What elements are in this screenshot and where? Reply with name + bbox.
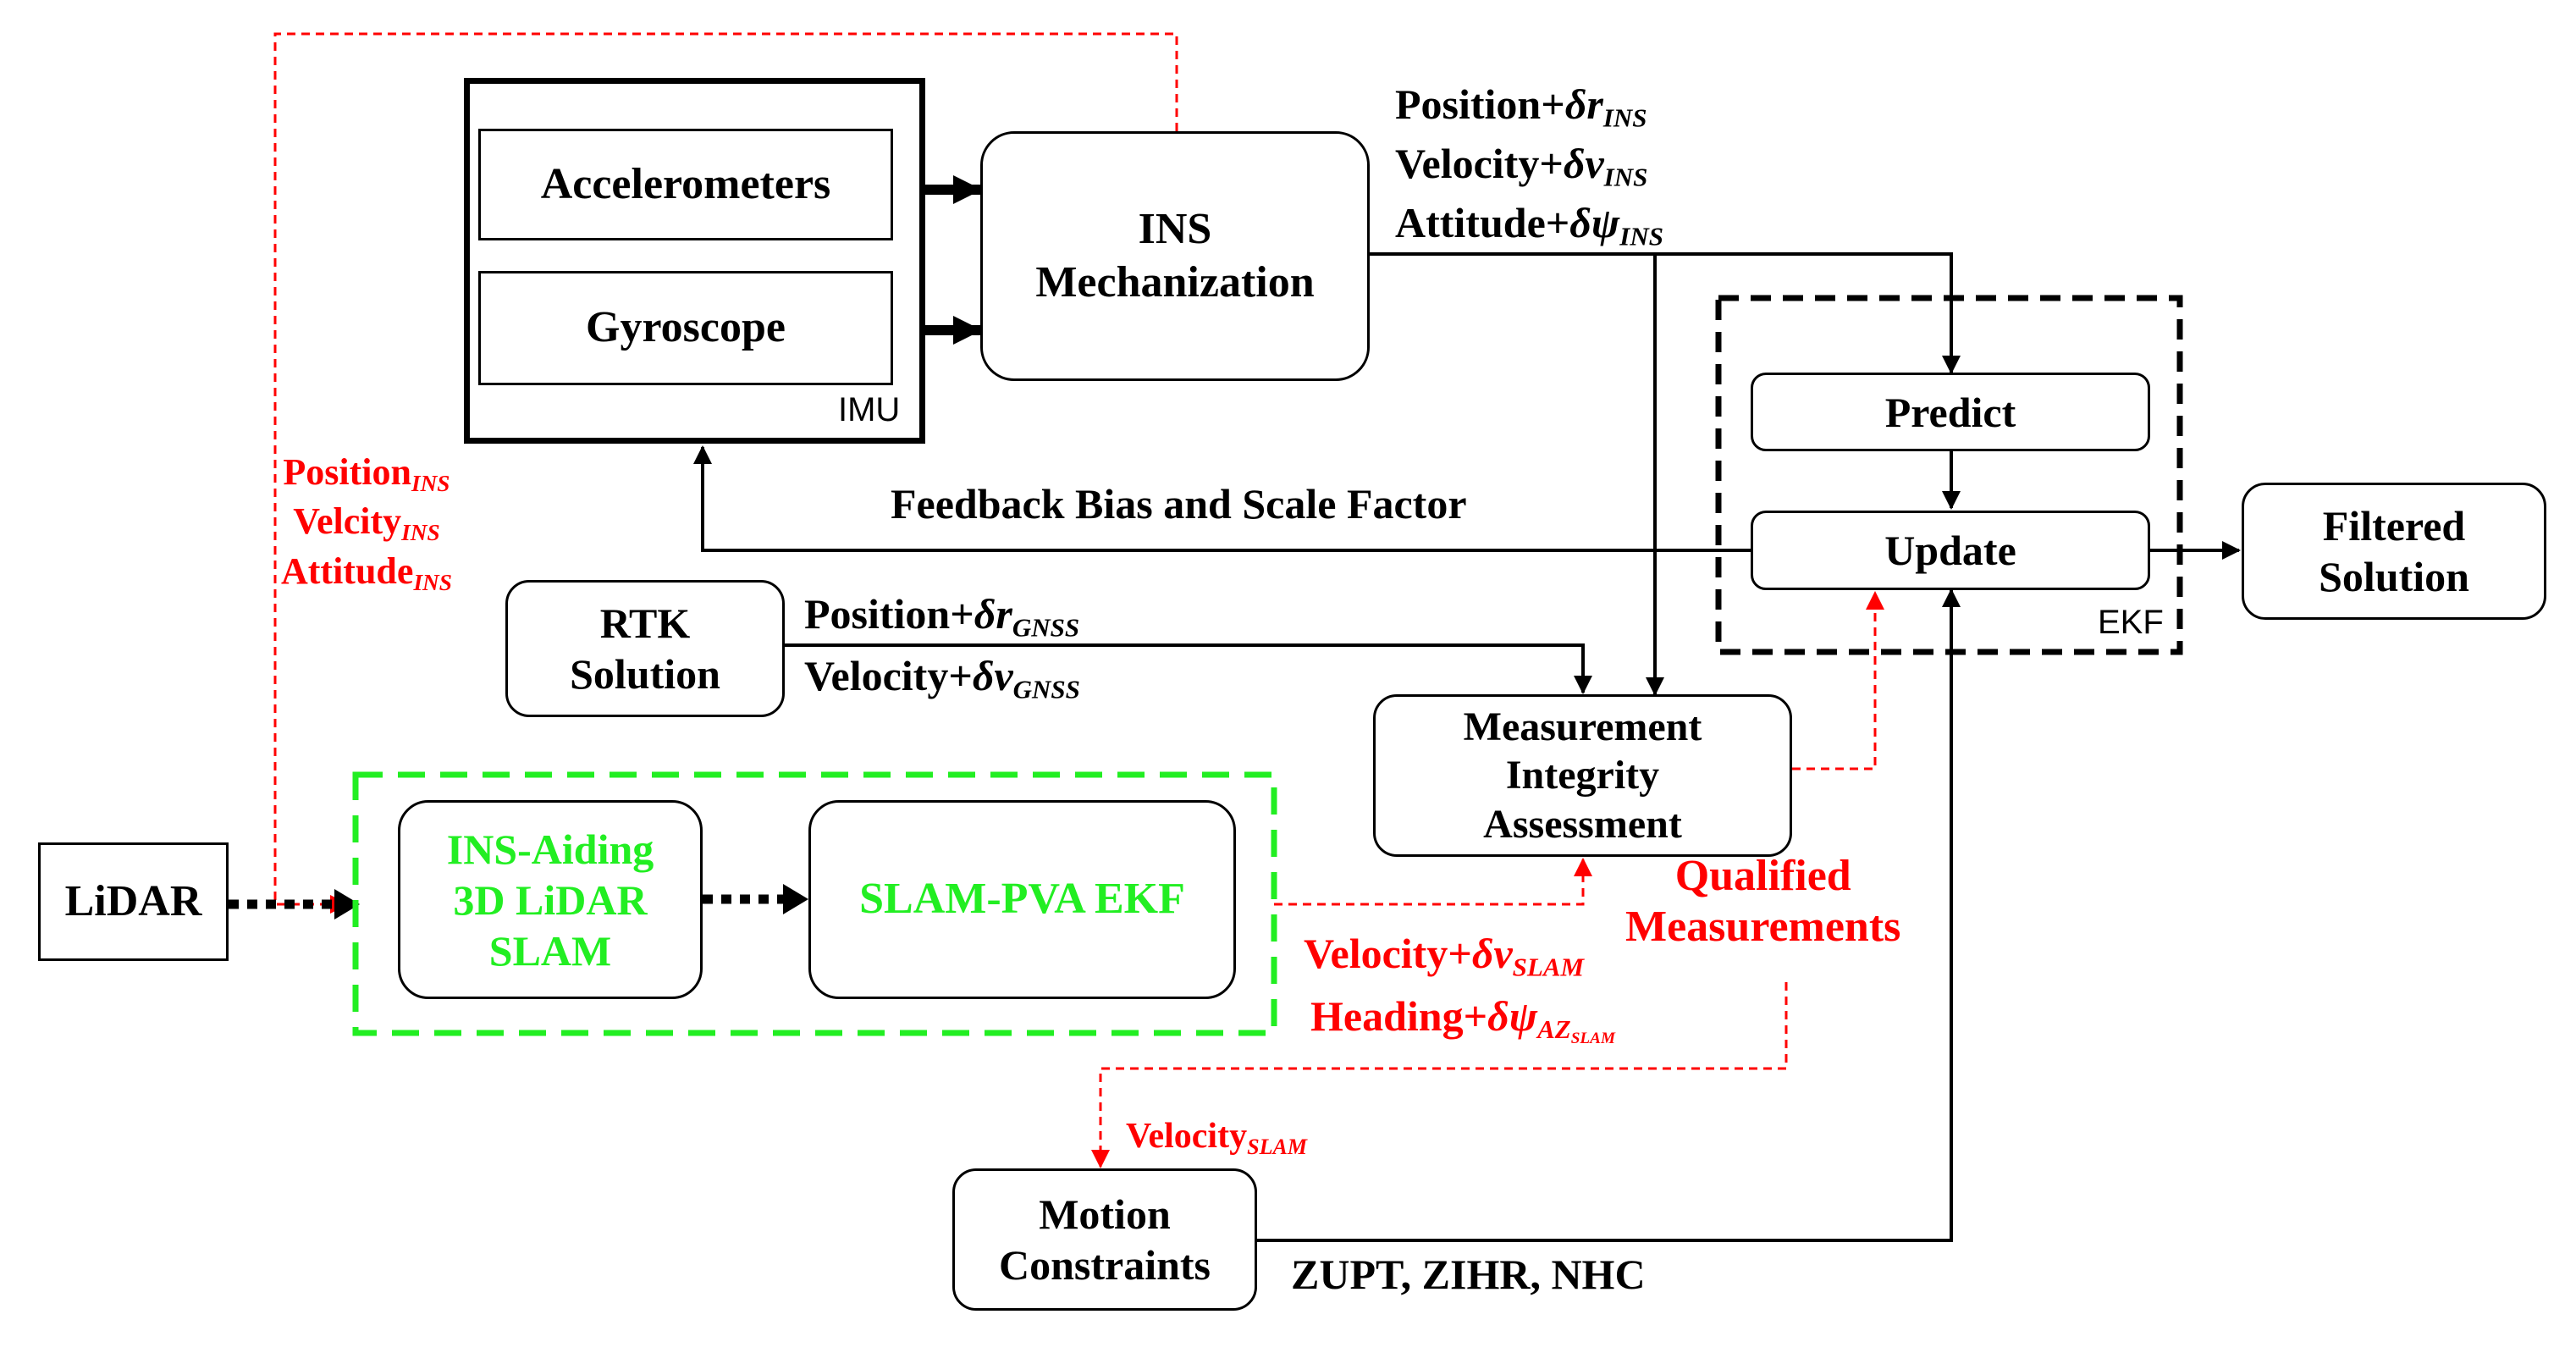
constraints-label: ZUPT, ZIHR, NHC (1291, 1251, 1646, 1298)
gnss-position-prefix: Position+ (804, 590, 974, 638)
ins-velocity-symbol: δv (1563, 140, 1604, 187)
ins-to-predict-arrow (1370, 252, 1961, 374)
accelerometers-box: Accelerometers (478, 129, 893, 240)
update-box: Update (1751, 511, 2150, 590)
ins-to-slam-position: PositionINS (281, 449, 452, 498)
ins-aiding-line1: INS-Aiding (446, 825, 654, 873)
slam-velocity-symbol: δv (1471, 930, 1513, 977)
filtered-line2: Solution (2319, 553, 2469, 600)
ins-velocity-prefix: Velocity+ (1395, 140, 1564, 187)
gnss-position-symbol: δr (974, 590, 1012, 638)
gnss-velocity-prefix: Velocity+ (804, 652, 973, 699)
integrity-line1: Measurement (1463, 704, 1702, 749)
ins-aiding-line2: 3D LiDAR (453, 875, 648, 924)
slam-to-pva-arrowhead (783, 884, 808, 914)
ins-mech-line1: INS (1138, 205, 1212, 254)
qualified-line1: Qualified (1674, 852, 1851, 900)
lidar-box: LiDAR (38, 842, 229, 961)
accelerometers-label: Accelerometers (540, 159, 831, 208)
slam-heading-symbol: δψ (1487, 992, 1538, 1040)
slam-heading-sub2: SLAM (1570, 1030, 1616, 1048)
slam-heading-sub: AZ (1537, 1014, 1571, 1045)
velocity-slam-prefix: Velocity (1126, 1117, 1248, 1156)
predict-box: Predict (1751, 373, 2150, 451)
gyroscope-box: Gyroscope (478, 271, 893, 385)
slam-heading-prefix: Heading+ (1310, 992, 1488, 1040)
slam-pva-ekf-box: SLAM-PVA EKF (808, 800, 1236, 999)
gnss-velocity-output: Velocity+δvGNSS (804, 652, 1080, 704)
feedback-arrow (693, 445, 1751, 552)
ins-position-prefix: Position+ (1395, 80, 1565, 128)
ins-to-slam-attitude: AttitudeINS (281, 548, 452, 597)
rtk-solution-box: RTK Solution (505, 580, 785, 717)
integrity-to-update-dashed (1792, 591, 1884, 770)
ins-aiding-slam-box: INS-Aiding 3D LiDAR SLAM (398, 800, 703, 999)
qualified-to-motion-dashed (1091, 982, 1788, 1168)
integrity-line2: Integrity (1505, 753, 1660, 798)
ins-velocity-sub: INS (1603, 162, 1648, 192)
ins-position-sub: INS (1602, 102, 1647, 133)
integrity-line3: Assessment (1483, 801, 1682, 847)
slam-velocity-prefix: Velocity+ (1304, 930, 1472, 977)
ins-to-slam-attitude-sub: INS (413, 569, 452, 595)
qualified-measurements-label: Qualified Measurements (1625, 851, 1900, 953)
ins-position-output: Position+δrINS (1395, 80, 1647, 133)
ins-to-slam-labels: PositionINS VelcityINS AttitudeINS (281, 449, 452, 597)
ins-velocity-output: Velocity+δvINS (1395, 140, 1647, 192)
ins-to-slam-velocity-prefix: Velcity (293, 500, 402, 543)
motion-line2: Constraints (998, 1241, 1211, 1289)
gnss-velocity-sub: GNSS (1012, 674, 1080, 704)
rtk-to-integrity-arrow (781, 643, 1592, 694)
slam-container (352, 771, 1277, 1036)
ins-aiding-line3: SLAM (488, 926, 612, 975)
update-label: Update (1884, 527, 2016, 574)
ins-to-slam-velocity-sub: INS (401, 520, 440, 546)
ins-to-slam-position-prefix: Position (283, 451, 411, 493)
ins-attitude-prefix: Attitude+ (1395, 199, 1570, 246)
filtered-solution-box: Filtered Solution (2242, 483, 2546, 620)
ins-attitude-sub: INS (1619, 221, 1663, 251)
feedback-label: Feedback Bias and Scale Factor (891, 480, 1467, 527)
rtk-line2: Solution (570, 650, 720, 698)
ins-to-slam-position-sub: INS (411, 471, 450, 497)
rtk-line1: RTK (599, 599, 691, 647)
ekf-container (1715, 295, 2183, 655)
motion-constraints-box: Motion Constraints (952, 1168, 1257, 1311)
velocity-slam-label: VelocitySLAM (1126, 1116, 1307, 1160)
slam-pva-ekf-label: SLAM-PVA EKF (859, 875, 1185, 924)
qualified-line2: Measurements (1625, 902, 1901, 951)
gnss-position-sub: GNSS (1012, 612, 1080, 643)
motion-line1: Motion (1039, 1190, 1171, 1238)
ins-to-slam-dashed (273, 32, 1178, 914)
lidar-label: LiDAR (64, 876, 202, 925)
predict-label: Predict (1884, 388, 2016, 436)
slam-velocity-sub: SLAM (1512, 952, 1585, 982)
lidar-to-slam-arrowhead (334, 889, 360, 919)
ins-attitude-output: Attitude+δψINS (1395, 199, 1663, 251)
slam-heading-output: Heading+δψAZSLAM (1310, 992, 1615, 1048)
ins-mech-line2: Mechanization (1035, 257, 1315, 306)
ekf-label: EKF (2098, 604, 2164, 641)
ins-to-slam-velocity: VelcityINS (281, 498, 452, 547)
ins-to-slam-attitude-prefix: Attitude (281, 549, 414, 592)
ins-attitude-symbol: δψ (1569, 199, 1620, 246)
velocity-slam-sub: SLAM (1247, 1134, 1307, 1159)
slam-to-integrity-dashed (1274, 858, 1592, 906)
slam-velocity-output: Velocity+δvSLAM (1304, 930, 1584, 982)
imu-label: IMU (838, 391, 901, 428)
ins-position-symbol: δr (1564, 80, 1603, 128)
measurement-integrity-box: Measurement Integrity Assessment (1373, 694, 1792, 857)
gnss-velocity-symbol: δv (972, 652, 1013, 699)
gyroscope-label: Gyroscope (586, 303, 786, 352)
ins-mechanization-box: INS Mechanization (980, 131, 1370, 381)
gnss-position-output: Position+δrGNSS (804, 590, 1079, 643)
filtered-line1: Filtered (2322, 502, 2466, 549)
constraints-to-update-arrow (1257, 588, 1961, 1242)
